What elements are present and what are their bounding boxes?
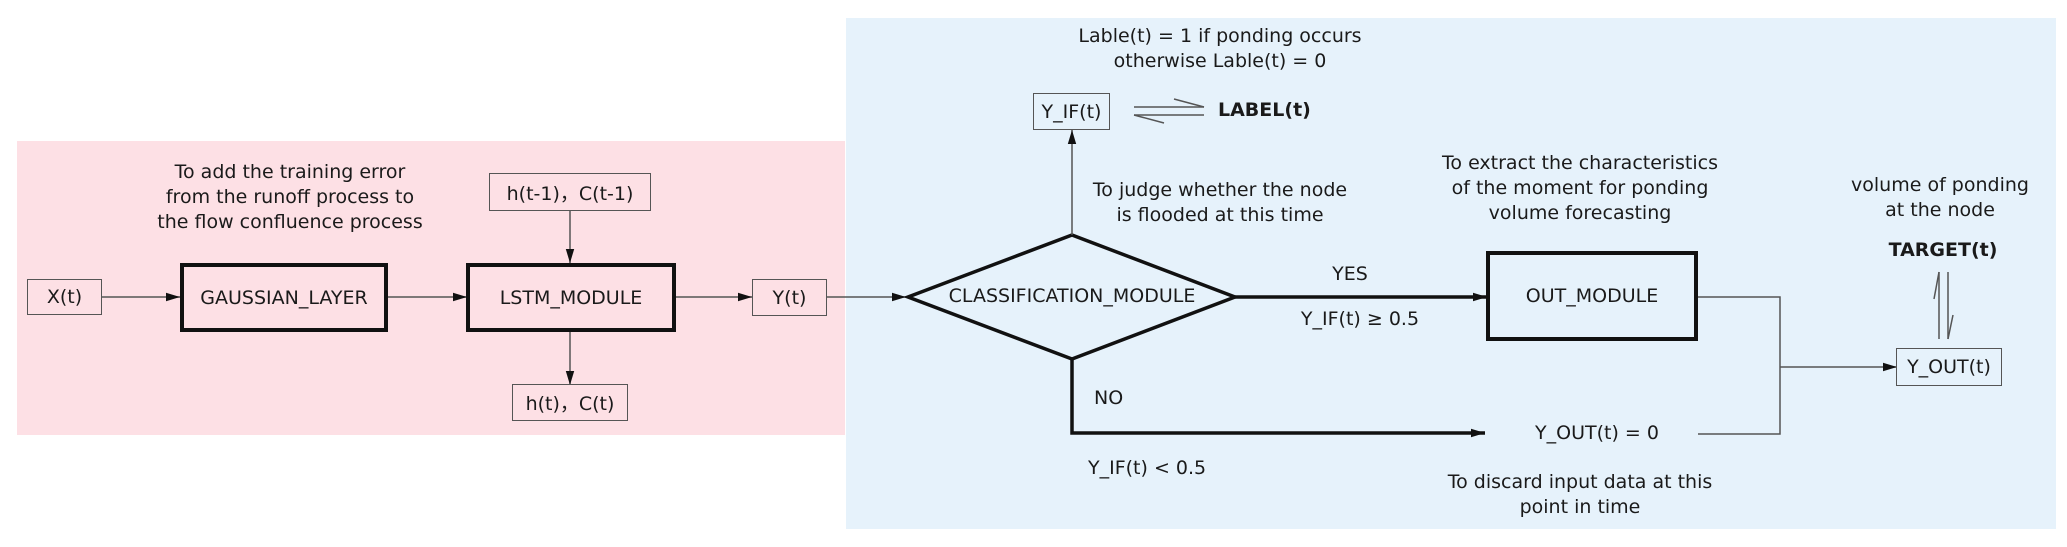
target-note-line-2: at the node bbox=[1885, 199, 1995, 221]
discard-note-line-1: To discard input data at this bbox=[1447, 471, 1713, 493]
hidden-prev-node: h(t-1)，C(t-1) bbox=[489, 173, 651, 211]
gaussian-note-line-3: the flow confluence process bbox=[157, 211, 423, 233]
out-module-node: OUT_MODULE bbox=[1486, 251, 1698, 341]
edge-zero-to-merge bbox=[1698, 367, 1781, 435]
gaussian-note-line-1: To add the training error bbox=[174, 161, 406, 183]
equilibrium-arrow-icon bbox=[1133, 98, 1205, 124]
y-output-node: Y(t) bbox=[752, 279, 827, 316]
target-note: volume of ponding at the node bbox=[1840, 173, 2040, 223]
classification-note-line-2: is flooded at this time bbox=[1116, 204, 1324, 226]
gaussian-note-line-2: from the runoff process to bbox=[165, 186, 415, 208]
edge-no-branch bbox=[1070, 359, 1485, 438]
out-note: To extract the characteristics of the mo… bbox=[1440, 151, 1720, 226]
label-node: LABEL(t) bbox=[1218, 99, 1311, 121]
discard-note-line-2: point in time bbox=[1519, 496, 1641, 518]
no-condition-label: Y_IF(t) < 0.5 bbox=[1088, 457, 1207, 479]
discard-note: To discard input data at this point in t… bbox=[1430, 470, 1730, 520]
label-rule-note: Lable(t) = 1 if ponding occurs otherwise… bbox=[1070, 24, 1370, 74]
hidden-next-node: h(t)，C(t) bbox=[512, 384, 628, 421]
classification-note-line-1: To judge whether the node bbox=[1092, 179, 1348, 201]
no-branch-label: NO bbox=[1094, 387, 1124, 409]
label-rule-line-2: otherwise Lable(t) = 0 bbox=[1113, 50, 1327, 72]
classification-note: To judge whether the node is flooded at … bbox=[1085, 178, 1355, 228]
out-note-line-3: volume forecasting bbox=[1488, 202, 1672, 224]
target-note-line-1: volume of ponding bbox=[1851, 174, 2029, 196]
y-if-node: Y_IF(t) bbox=[1033, 93, 1110, 130]
vertical-equilibrium-arrow-icon bbox=[1933, 271, 1954, 340]
classification-module-label: CLASSIFICATION_MODULE bbox=[948, 285, 1196, 307]
flow-confluence-region bbox=[846, 18, 2056, 529]
y-out-node: Y_OUT(t) bbox=[1896, 348, 2002, 386]
yes-branch-label: YES bbox=[1332, 263, 1368, 285]
gaussian-layer-node: GAUSSIAN_LAYER bbox=[180, 263, 388, 332]
gaussian-note: To add the training error from the runof… bbox=[150, 160, 430, 235]
edge-out-to-merge bbox=[1698, 296, 1781, 367]
target-label: TARGET(t) bbox=[1888, 239, 1998, 261]
label-rule-line-1: Lable(t) = 1 if ponding occurs bbox=[1078, 25, 1362, 47]
x-input-node: X(t) bbox=[27, 279, 102, 315]
lstm-module-node: LSTM_MODULE bbox=[466, 263, 676, 332]
out-note-line-1: To extract the characteristics bbox=[1442, 152, 1718, 174]
runoff-process-region bbox=[17, 141, 845, 435]
y-out-zero-label: Y_OUT(t) = 0 bbox=[1535, 422, 1659, 444]
out-note-line-2: of the moment for ponding bbox=[1451, 177, 1709, 199]
yes-condition-label: Y_IF(t) ≥ 0.5 bbox=[1300, 308, 1420, 330]
